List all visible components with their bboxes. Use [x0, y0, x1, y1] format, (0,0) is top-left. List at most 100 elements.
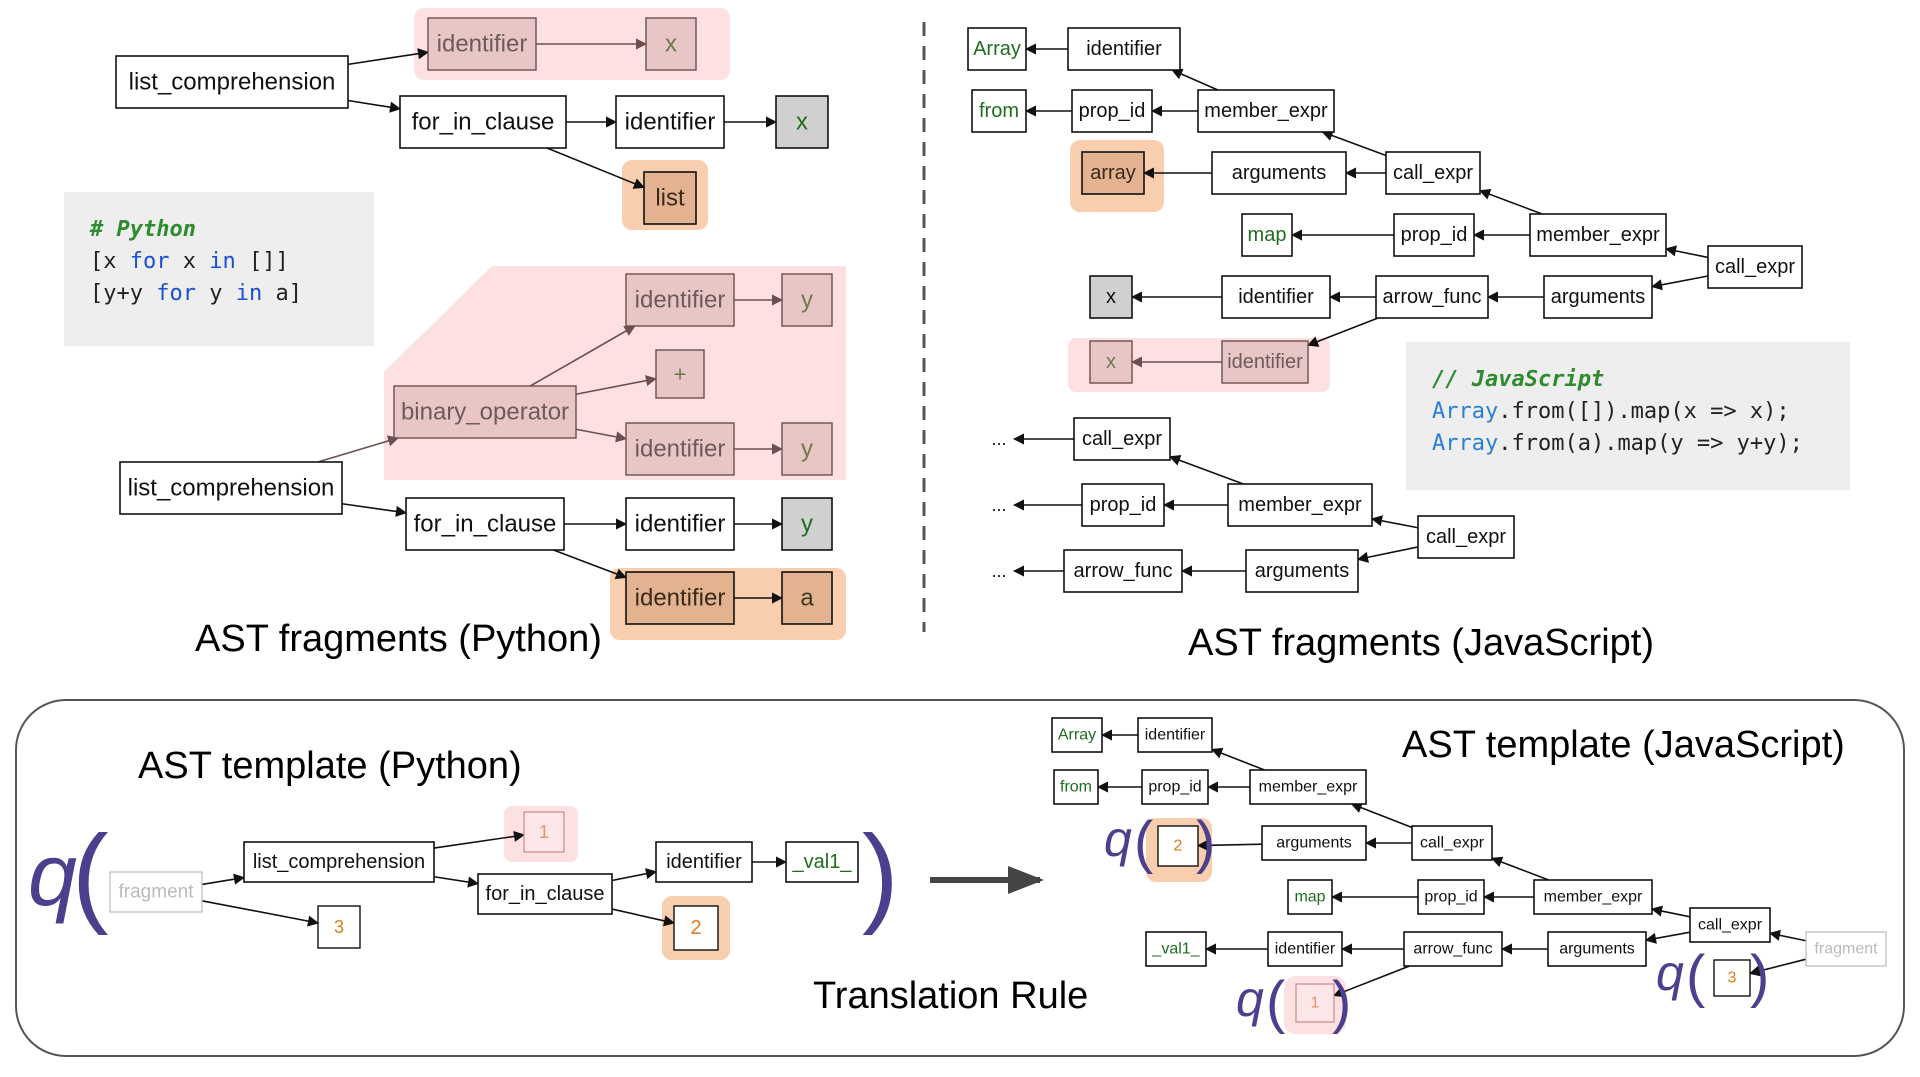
node-js_map: map — [1241, 213, 1293, 257]
node-py1_fic: for_in_clause — [399, 95, 567, 149]
translation-arrowhead — [1008, 866, 1044, 894]
node-label: arguments — [1276, 835, 1352, 852]
node-label: identifier — [635, 585, 726, 612]
node-js_call2: call_expr — [1707, 245, 1803, 289]
node-label: identifier — [1086, 38, 1162, 60]
edge-t_fic-to-t_h2 — [611, 908, 676, 927]
node-label: call_expr — [1393, 162, 1473, 184]
paren-close-python: ) — [862, 813, 899, 936]
edge-py2_lc-to-py2_fic — [341, 502, 408, 517]
node-label: ... — [991, 495, 1006, 515]
node-label: Array — [973, 38, 1021, 60]
q-symbol-js-hole3: q — [1656, 945, 1684, 1001]
node-jt_frag: fragment — [1805, 931, 1887, 967]
paren-open-python: ( — [72, 813, 109, 936]
javascript-line-1: Array.from([]).map(x => x); — [1432, 399, 1790, 424]
node-label: _val1_ — [792, 851, 853, 873]
node-label: y — [801, 511, 813, 538]
extras: q()q()q()q() — [15, 22, 1905, 1057]
edge-jt_call1-to-jt_mem1 — [1350, 802, 1413, 829]
node-js_x2: x — [1089, 340, 1133, 384]
node-py2_plus: + — [655, 349, 705, 399]
node-js_call1: call_expr — [1385, 151, 1481, 195]
node-jt_h3: 3 — [1713, 959, 1751, 997]
node-label: call_expr — [1698, 917, 1763, 934]
node-py2_a: a — [781, 571, 833, 625]
node-py1_id_t: identifier — [427, 17, 537, 71]
python-line-2: [y+y for y in a] — [90, 281, 302, 306]
node-label: arguments — [1255, 560, 1350, 582]
node-js_args1: arguments — [1211, 151, 1347, 195]
edge-t_lc-to-t_fic — [433, 875, 480, 888]
highlight-py2-pink — [384, 266, 846, 480]
node-js_id3: identifier — [1221, 340, 1309, 384]
node-jt_args1: arguments — [1261, 825, 1367, 861]
node-jt_map: map — [1287, 879, 1333, 915]
edges — [201, 38, 1807, 998]
caption-python-template: AST template (Python) — [138, 745, 522, 787]
edge-jt_frag-to-jt_h3 — [1748, 958, 1807, 977]
edge-jt_arrow-to-jt_h1 — [1332, 965, 1410, 998]
edge-js_mem3-to-js_call3 — [1168, 455, 1244, 485]
node-jt_arrow: arrow_func — [1403, 931, 1503, 967]
node-js_Array: Array — [967, 27, 1027, 71]
node-label: arguments — [1232, 162, 1327, 184]
node-py2_lc: list_comprehension — [119, 461, 343, 515]
edge-js_call1-to-js_mem1 — [1321, 130, 1387, 157]
node-label: prop_id — [1090, 494, 1157, 516]
javascript-comment: // JavaScript — [1432, 367, 1605, 392]
edge-jt_mem1-to-jt_id1 — [1210, 747, 1265, 771]
node-t_val1: _val1_ — [785, 841, 859, 883]
edge-jt_mem2-to-jt_call1 — [1490, 856, 1549, 881]
node-label: list_comprehension — [253, 851, 425, 873]
node-t_id: identifier — [655, 841, 753, 883]
node-jt_id1: identifier — [1137, 717, 1213, 753]
node-label: y — [801, 287, 813, 314]
node-label: member_expr — [1259, 779, 1358, 796]
javascript-code-block: // JavaScript Array.from([]).map(x => x)… — [1406, 342, 1850, 490]
node-py1_id_b: identifier — [615, 95, 725, 149]
node-js_arrow2: arrow_func — [1063, 549, 1183, 593]
node-label: arguments — [1551, 286, 1646, 308]
paren-close-js-hole3: ) — [1750, 944, 1769, 1009]
node-py2_id2: identifier — [625, 422, 735, 476]
node-label: identifier — [1238, 286, 1314, 308]
node-jt_id2: identifier — [1267, 931, 1343, 967]
node-label: for_in_clause — [412, 109, 555, 136]
node-label: x — [796, 109, 808, 136]
node-label: from — [1060, 779, 1092, 796]
python-line-1: [x for x in []] — [90, 249, 289, 274]
edge-py2_lc-to-py2_bin — [317, 435, 400, 463]
node-jt_prop1: prop_id — [1141, 769, 1209, 805]
node-py2_y2: y — [781, 422, 833, 476]
edge-t_frag-to-t_lc — [201, 873, 246, 886]
node-label: identifier — [635, 511, 726, 538]
edge-jt_call2-to-jt_mem2 — [1650, 905, 1691, 918]
node-label: array — [1090, 162, 1136, 184]
node-label: from — [979, 100, 1019, 122]
node-jt_call1: call_expr — [1411, 825, 1493, 861]
node-label: member_expr — [1204, 100, 1328, 122]
node-label: call_expr — [1426, 526, 1506, 548]
node-label: binary_operator — [401, 399, 569, 426]
edge-js_mem1-to-js_id1 — [1171, 68, 1219, 91]
node-js_ell1: ... — [991, 429, 1006, 449]
edge-py2_bin-to-py2_plus — [575, 375, 658, 396]
paren-close-js-hole1: ) — [1332, 970, 1351, 1035]
node-py1_lc: list_comprehension — [115, 55, 349, 109]
edge-t_fic-to-t_id — [611, 868, 658, 882]
node-jt_mem2: member_expr — [1533, 879, 1653, 915]
node-label: arguments — [1559, 941, 1635, 958]
node-jt_Array: Array — [1051, 717, 1103, 753]
node-jt_h2: 2 — [1157, 825, 1199, 867]
node-js_x1: x — [1089, 275, 1133, 319]
node-label: list_comprehension — [128, 475, 335, 502]
node-t_fic: for_in_clause — [477, 873, 613, 915]
edge-js_call2-to-js_mem2 — [1664, 245, 1709, 259]
paren-close-js-hole2: ) — [1196, 810, 1215, 875]
python-comment: # Python — [90, 217, 196, 242]
edge-js_mem2-to-js_call1 — [1478, 188, 1543, 215]
node-label: 2 — [1174, 838, 1183, 855]
paren-open-js-hole3: ( — [1686, 944, 1705, 1009]
node-t_lc: list_comprehension — [243, 841, 435, 883]
